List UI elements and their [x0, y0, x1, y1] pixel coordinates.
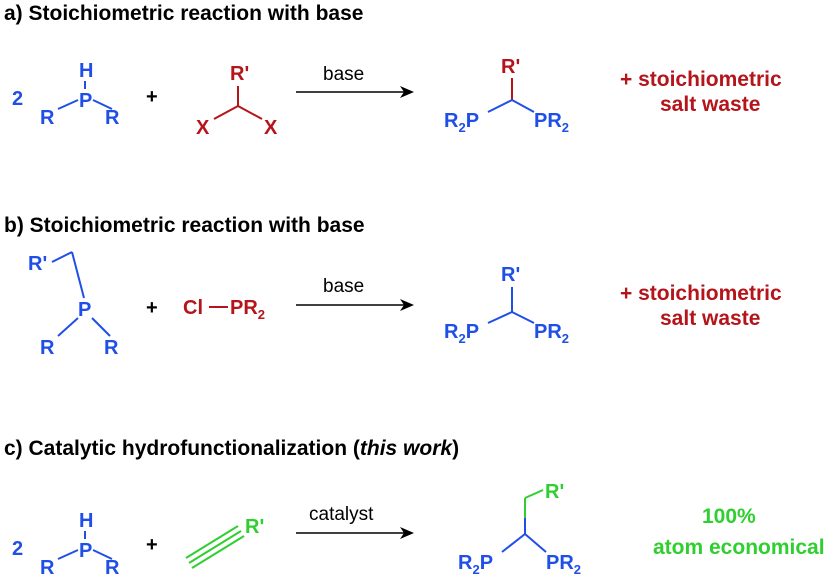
alkyne-c — [185, 525, 245, 569]
section-a-prefix: a) — [4, 2, 29, 25]
reagent-count-a: 2 — [12, 88, 23, 110]
phosphine-h-c: H — [79, 510, 93, 532]
arrow-label-b: base — [323, 276, 364, 297]
arrow-label-c: catalyst — [309, 504, 374, 525]
bond-product-r-c — [524, 489, 544, 499]
note-line2-c: atom economical — [653, 536, 825, 559]
note-line2-a: salt waste — [660, 93, 760, 116]
section-b-prefix: b) — [4, 214, 30, 237]
section-a-heading: a) Stoichiometric reaction with base — [4, 2, 363, 26]
product-r-b: R' — [501, 264, 520, 286]
phosphine-r-left-c: R — [40, 557, 55, 579]
phosphine-a: 2 H P R R — [12, 60, 120, 129]
product-r-c: R' — [545, 481, 564, 503]
bond-product-left-c — [501, 533, 526, 553]
product-b: R' R2P PR2 — [444, 264, 569, 346]
dihalide-x-right-a: X — [264, 117, 278, 139]
dihalide-a: R' X X — [196, 63, 278, 139]
product-r-a: R' — [501, 56, 520, 78]
product-c: R' R2P PR2 — [458, 481, 581, 577]
phosphine-b-r-prime: R' — [28, 253, 47, 275]
phosphine-c: 2 H P R R — [12, 510, 120, 579]
product-left-c: R2P — [458, 552, 493, 577]
bond-product-left-b — [487, 311, 513, 324]
phosphine-r-left-b: R — [40, 337, 55, 359]
section-c-heading: c) Catalytic hydrofunctionalization (thi… — [4, 437, 459, 461]
note-line2-b: salt waste — [660, 307, 760, 330]
bond-rch2-b — [51, 251, 73, 263]
bond-rp-left-b — [57, 317, 79, 337]
phosphine-p-c: P — [79, 540, 92, 562]
note-line1-c: 100% — [702, 505, 756, 528]
reaction-arrow-a: base — [296, 64, 414, 98]
plus-a: + — [146, 86, 158, 108]
product-right-a: PR2 — [534, 110, 569, 135]
dihalide-r-a: R' — [230, 63, 249, 85]
bond-product-right-a — [511, 99, 535, 113]
reagent-count-c: 2 — [12, 538, 23, 560]
bond-rp-left-c — [57, 549, 79, 560]
product-left-a: R2P — [444, 110, 479, 135]
note-line1-a: + stoichiometric — [620, 68, 782, 91]
bond-product-right-c — [524, 533, 547, 553]
phosphine-r-right-c: R — [105, 557, 120, 579]
plus-c: + — [146, 534, 158, 556]
bond-rp-left-a — [57, 99, 79, 110]
section-c-title-end: ) — [452, 437, 460, 460]
bond-cx-right-a — [237, 105, 263, 120]
alkyne-bond-3 — [191, 535, 245, 569]
alkyne-bond-2 — [185, 525, 239, 559]
section-b-title: Stoichiometric reaction with base — [29, 214, 365, 237]
dihalide-x-left-a: X — [196, 117, 210, 139]
product-right-b: PR2 — [534, 321, 569, 346]
phosphine-r-left-a: R — [40, 107, 55, 129]
note-line1-b: + stoichiometric — [620, 282, 782, 305]
phosphine-h-a: H — [79, 60, 93, 82]
arrow-label-a: base — [323, 64, 364, 85]
reaction-arrow-b: base — [296, 276, 414, 311]
section-a-title: Stoichiometric reaction with base — [28, 2, 364, 25]
bond-rp-right-b — [91, 317, 111, 337]
bond-product-right-b — [511, 311, 535, 324]
phosphine-r-right-a: R — [105, 107, 120, 129]
plus-b: + — [146, 297, 158, 319]
section-c-title-italic: this work — [359, 437, 453, 460]
section-c-prefix: c) — [4, 437, 29, 460]
phosphine-r-right-b: R — [104, 337, 119, 359]
bond-cx-left-a — [213, 105, 239, 120]
section-b-heading: b) Stoichiometric reaction with base — [4, 214, 365, 238]
alkyne-r-c: R' — [245, 516, 264, 538]
chloro-pr-b: PR2 — [230, 297, 265, 322]
chloro-b: Cl — [183, 297, 203, 319]
product-left-b: R2P — [444, 321, 479, 346]
alkyne-bond-1 — [188, 530, 242, 564]
reaction-arrow-c: catalyst — [296, 504, 414, 539]
product-right-c: PR2 — [546, 552, 581, 577]
bond-ch2p-b — [71, 251, 85, 299]
bond-rp-right-c — [92, 549, 113, 560]
scheme-b: R' P R R + Cl PR2 base R' R2P — [28, 251, 782, 359]
product-a: R' R2P PR2 — [444, 56, 569, 135]
phosphine-b: R' P R R — [28, 251, 119, 359]
phosphine-p-a: P — [79, 90, 92, 112]
section-c-title: Catalytic hydrofunctionalization ( — [28, 437, 360, 460]
bond-rp-right-a — [92, 99, 113, 110]
bond-product-left-a — [487, 99, 513, 113]
scheme-c: 2 H P R R + R' catalyst R' — [12, 481, 825, 579]
chlorophosphine-b: Cl PR2 — [183, 297, 265, 322]
scheme-a: 2 H P R R + R' X X base R' — [12, 56, 782, 139]
phosphine-p-b: P — [78, 299, 91, 321]
